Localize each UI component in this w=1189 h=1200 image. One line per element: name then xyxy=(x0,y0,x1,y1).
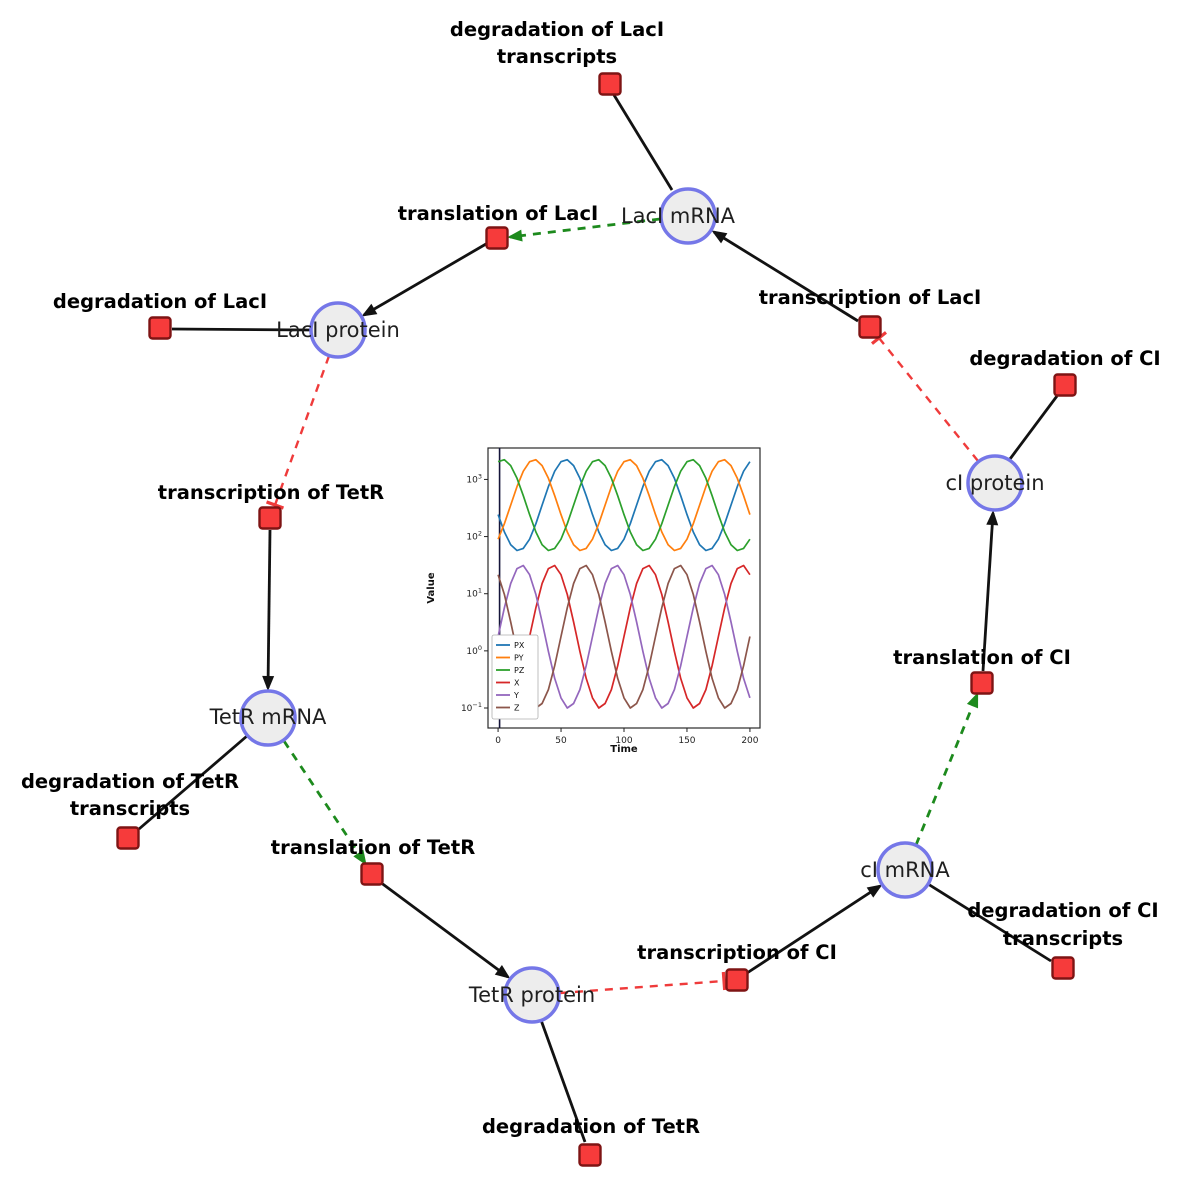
edge-tetr-protein-inhibits-transcription-ci xyxy=(559,971,727,995)
y-tick-label: 101 xyxy=(466,587,482,600)
node-laci-protein[interactable] xyxy=(309,301,367,359)
label-laci-protein: LacI protein xyxy=(276,318,400,342)
label-tetr-mrna: TetR mRNA xyxy=(209,705,327,729)
y-tick-label: 10−1 xyxy=(461,701,482,714)
node-laci-mrna[interactable] xyxy=(659,187,717,245)
node-degradation-ci[interactable] xyxy=(1053,373,1077,397)
node-transcription-laci[interactable] xyxy=(858,315,882,339)
node-transcription-ci[interactable] xyxy=(725,968,749,992)
label-degradation-laci-transcripts-1: degradation of LacI xyxy=(450,18,664,41)
node-degradation-tetr-transcripts[interactable] xyxy=(116,826,140,850)
node-transcription-tetr[interactable] xyxy=(258,506,282,530)
label-translation-tetr: translation of TetR xyxy=(271,836,475,859)
edge-translation-ci-to-ci-protein xyxy=(981,510,999,672)
edge-ci-mrna-to-translation xyxy=(914,692,979,846)
series-line-Z xyxy=(497,564,751,709)
edge-ci-mrna-to-degradation-transcripts xyxy=(927,882,1052,963)
edge-translation-tetr-to-tetr-protein xyxy=(379,880,511,979)
node-translation-tetr[interactable] xyxy=(360,862,384,886)
node-ci-protein[interactable] xyxy=(966,454,1024,512)
label-degradation-tetr: degradation of TetR xyxy=(482,1115,700,1138)
label-translation-laci: translation of LacI xyxy=(398,202,599,225)
edge-laci-mrna-to-degradation-transcripts xyxy=(612,94,674,191)
species-nodes xyxy=(239,187,1024,1024)
x-tick-label: 150 xyxy=(678,736,695,746)
label-laci-mrna: LacI mRNA xyxy=(621,204,736,228)
series-line-Y xyxy=(497,564,751,709)
node-degradation-tetr[interactable] xyxy=(578,1143,602,1167)
edge-ci-protein-inhibits-transcription-laci xyxy=(870,331,979,462)
legend-label-Z: Z xyxy=(514,703,520,712)
label-degradation-laci-transcripts-2: transcripts xyxy=(497,45,617,68)
chart-series xyxy=(497,448,751,728)
legend-label-PY: PY xyxy=(514,653,524,662)
label-degradation-tetr-transcripts-1: degradation of TetR xyxy=(21,770,239,793)
label-transcription-laci: transcription of LacI xyxy=(759,286,982,309)
series-line-PZ xyxy=(497,458,751,552)
label-tetr-protein: TetR protein xyxy=(468,983,595,1007)
x-tick-label: 200 xyxy=(741,736,758,746)
legend-label-Y: Y xyxy=(513,691,519,700)
edge-ci-protein-to-degradation xyxy=(1008,395,1059,460)
edge-laci-protein-inhibits-transcription-tetr xyxy=(265,355,331,510)
edge-transcription-laci-to-laci-mrna xyxy=(711,230,859,323)
labels: LacI mRNA LacI protein TetR mRNA TetR pr… xyxy=(21,18,1161,1138)
reaction-nodes xyxy=(116,72,1077,1167)
label-translation-ci: translation of CI xyxy=(893,646,1071,669)
node-ci-mrna[interactable] xyxy=(876,841,934,899)
legend-label-PX: PX xyxy=(514,641,525,650)
edges xyxy=(138,94,1059,1143)
edge-tetr-mrna-to-translation xyxy=(282,740,367,866)
node-degradation-laci-transcripts[interactable] xyxy=(598,72,622,96)
y-axis-title: Value xyxy=(426,572,437,603)
series-line-X xyxy=(497,564,751,709)
x-tick-label: 100 xyxy=(615,736,632,746)
label-degradation-ci-transcripts-1: degradation of CI xyxy=(967,899,1158,922)
x-tick-label: 50 xyxy=(555,736,567,746)
edge-transcription-tetr-to-tetr-mrna xyxy=(262,529,275,691)
y-tick-label: 103 xyxy=(466,472,482,485)
edge-laci-mrna-to-translation xyxy=(507,217,661,242)
y-tick-label: 100 xyxy=(466,644,482,657)
node-tetr-mrna[interactable] xyxy=(239,689,297,747)
label-degradation-tetr-transcripts-2: transcripts xyxy=(70,797,190,820)
edge-transcription-ci-to-ci-mrna xyxy=(746,884,883,975)
x-axis-title: Time xyxy=(610,744,638,755)
y-axis-ticks: 103 102 101 100 10−1 xyxy=(461,472,488,714)
label-transcription-tetr: transcription of TetR xyxy=(158,481,384,504)
edge-translation-laci-to-laci-protein xyxy=(361,242,487,317)
label-ci-protein: cI protein xyxy=(945,471,1044,495)
x-axis-ticks: 0 50 100 150 200 xyxy=(495,728,759,746)
label-degradation-laci: degradation of LacI xyxy=(53,290,267,313)
node-translation-laci[interactable] xyxy=(485,226,509,250)
node-degradation-ci-transcripts[interactable] xyxy=(1051,956,1075,980)
y-tick-label: 102 xyxy=(466,530,482,543)
series-line-PY xyxy=(497,458,751,552)
edge-laci-protein-to-degradation xyxy=(171,327,312,332)
label-ci-mrna: cI mRNA xyxy=(860,858,950,882)
edge-tetr-mrna-to-degradation-transcripts xyxy=(138,734,248,831)
legend-label-PZ: PZ xyxy=(514,666,525,675)
label-degradation-ci: degradation of CI xyxy=(969,347,1160,370)
chart-legend: PX PY PZ XYZ xyxy=(491,634,539,720)
node-translation-ci[interactable] xyxy=(970,671,994,695)
label-transcription-ci: transcription of CI xyxy=(637,941,837,964)
node-degradation-laci[interactable] xyxy=(148,316,172,340)
legend-label-X: X xyxy=(514,678,520,687)
edge-tetr-protein-to-degradation xyxy=(539,1019,587,1143)
node-tetr-protein[interactable] xyxy=(503,966,561,1024)
series-line-PX xyxy=(497,458,751,552)
label-degradation-ci-transcripts-2: transcripts xyxy=(1003,927,1123,950)
x-tick-label: 0 xyxy=(495,736,501,746)
legend-box xyxy=(491,634,539,720)
